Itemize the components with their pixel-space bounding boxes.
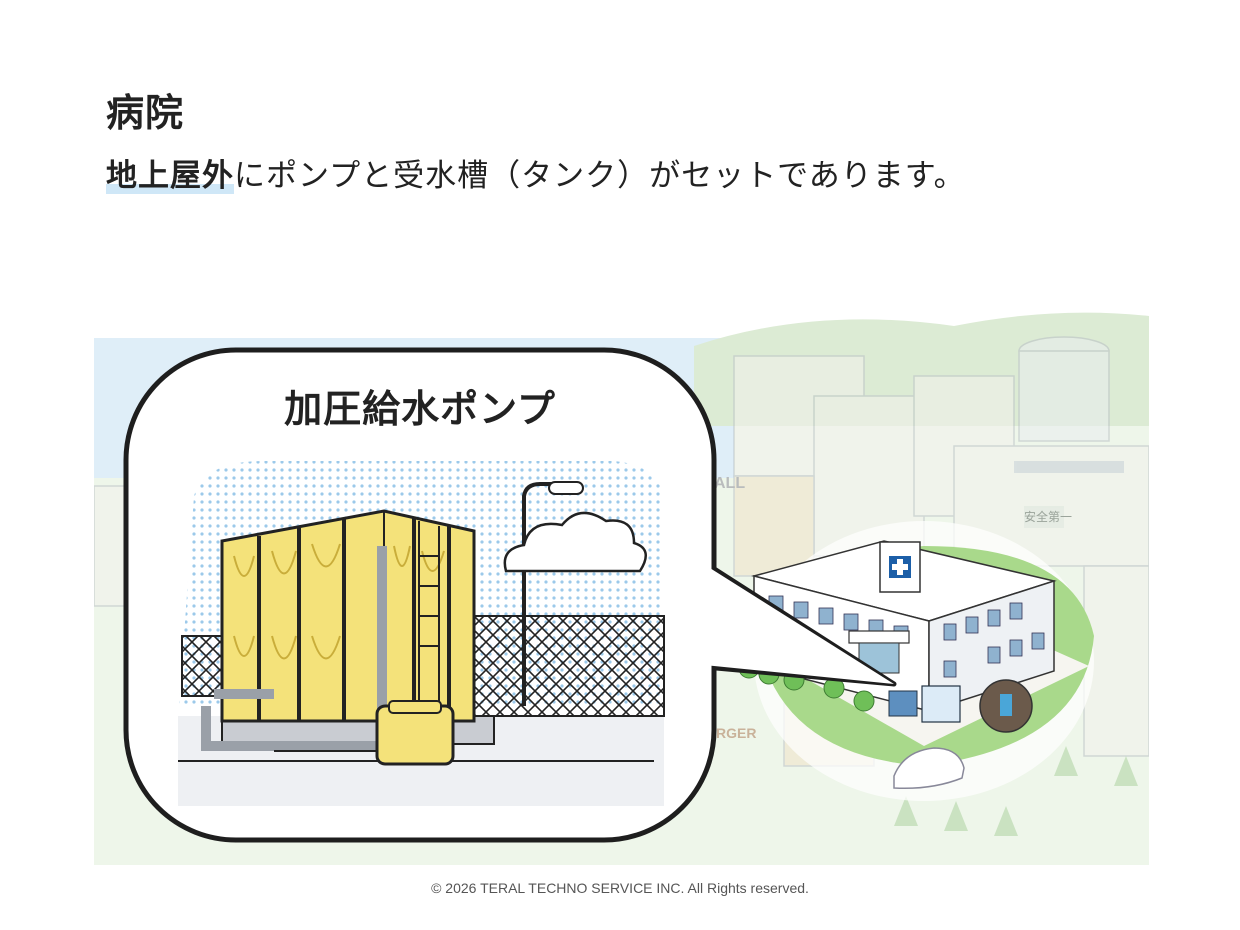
sign-hall: ALL	[714, 475, 745, 492]
copyright: © 2026 TERAL TECHNO SERVICE INC. All Rig…	[431, 880, 809, 896]
lead-rest: にポンプと受水槽（タンク）がセットであります。	[234, 158, 966, 194]
sign-burger: RGER	[716, 725, 756, 741]
booster-pump-art	[375, 704, 455, 766]
hospital-illustration: ALL RGER 安全第一	[94, 306, 1149, 865]
sign-safety: 安全第一	[1024, 509, 1072, 524]
lead-text: 地上屋外にポンプと受水槽（タンク）がセットであります。	[106, 150, 966, 195]
lead-highlight: 地上屋外	[106, 158, 234, 194]
callout-title: 加圧給水ポンプ	[284, 387, 556, 431]
page-title: 病院	[106, 91, 185, 135]
